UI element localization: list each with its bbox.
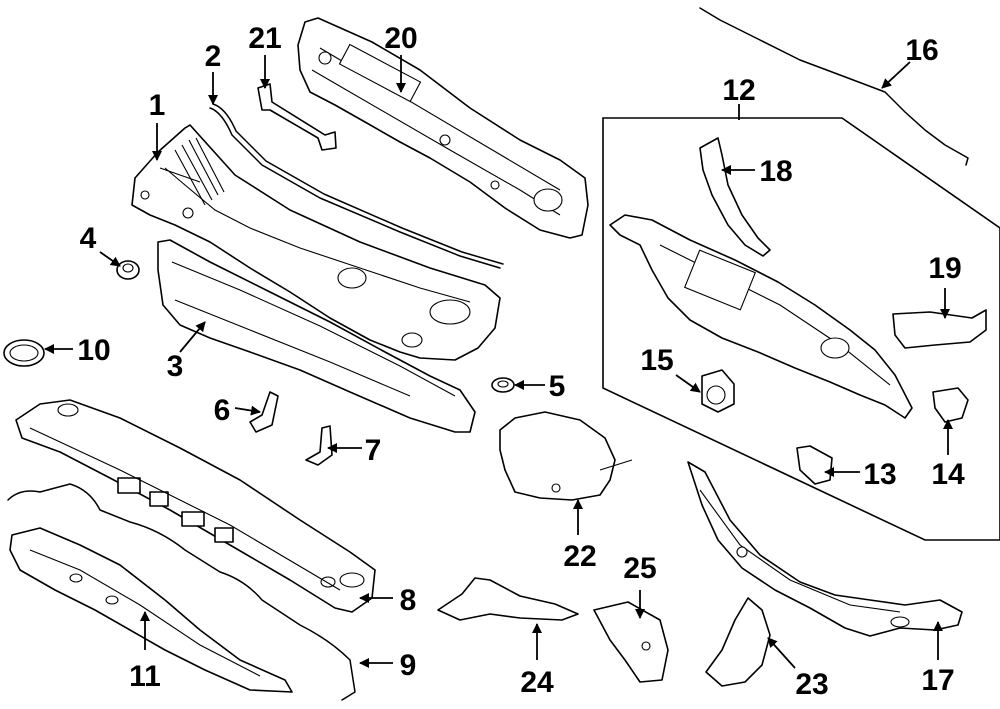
callout-20: 20 bbox=[384, 22, 417, 55]
callout-25: 25 bbox=[623, 552, 656, 585]
part-7-bracket bbox=[305, 425, 333, 466]
part-1-cowl-panel bbox=[131, 124, 501, 361]
part-22-bracket-panel bbox=[499, 411, 633, 501]
callout-15: 15 bbox=[640, 344, 673, 377]
part-12-dash-inner bbox=[609, 214, 913, 419]
callout-21: 21 bbox=[248, 22, 281, 55]
callout-13: 13 bbox=[863, 458, 896, 491]
callout-22: 22 bbox=[563, 540, 596, 573]
callout-2: 2 bbox=[205, 40, 222, 73]
callout-18: 18 bbox=[759, 155, 792, 188]
callout-24: 24 bbox=[520, 666, 554, 699]
part-21-bracket bbox=[257, 83, 337, 151]
part-14-bracket bbox=[932, 387, 969, 423]
part-24-bracket bbox=[437, 577, 579, 621]
callout-16: 16 bbox=[905, 34, 938, 67]
callout-9: 9 bbox=[400, 649, 417, 682]
part-4-grommet bbox=[116, 260, 140, 280]
callout-19: 19 bbox=[928, 252, 961, 285]
leader-lines bbox=[44, 55, 953, 669]
part-18-insulator bbox=[699, 137, 771, 257]
part-13-bracket bbox=[796, 445, 833, 485]
callout-labels: 1 2 3 4 5 6 7 8 9 10 11 12 13 14 15 16 1… bbox=[77, 22, 965, 701]
leader-15 bbox=[675, 374, 701, 393]
part-11-lower-panel bbox=[9, 527, 293, 693]
part-23-bracket bbox=[705, 597, 771, 687]
part-19-trim bbox=[892, 309, 987, 349]
callout-8: 8 bbox=[400, 584, 417, 617]
callout-12: 12 bbox=[722, 74, 755, 107]
part-16-wire bbox=[699, 7, 969, 166]
callout-3: 3 bbox=[167, 350, 184, 383]
part-20-dash-panel bbox=[297, 17, 589, 239]
part-9-wire bbox=[7, 483, 356, 701]
leader-6 bbox=[234, 405, 261, 416]
part-2-seal bbox=[209, 103, 504, 269]
part-12-kit-box bbox=[602, 117, 1000, 541]
callout-11: 11 bbox=[129, 660, 161, 693]
callout-1: 1 bbox=[149, 89, 166, 122]
part-3-cowl-lower bbox=[157, 239, 476, 433]
part-6-clip bbox=[249, 391, 279, 433]
callout-4: 4 bbox=[80, 222, 97, 255]
callout-6: 6 bbox=[214, 394, 231, 427]
part-25-bracket bbox=[593, 601, 669, 683]
leader-23 bbox=[767, 637, 796, 669]
callout-10: 10 bbox=[77, 334, 110, 367]
callout-14: 14 bbox=[931, 458, 965, 491]
callout-23: 23 bbox=[795, 668, 828, 701]
leader-16 bbox=[881, 61, 911, 89]
part-10-seal-ring bbox=[3, 339, 45, 367]
leader-4 bbox=[99, 251, 121, 267]
callout-17: 17 bbox=[921, 664, 954, 697]
callout-7: 7 bbox=[365, 434, 382, 467]
callout-5: 5 bbox=[549, 370, 566, 403]
leader-3 bbox=[179, 321, 206, 353]
part-17-cowl-side bbox=[687, 461, 963, 637]
part-8-cross-member bbox=[15, 399, 376, 613]
part-15-plug bbox=[701, 369, 735, 413]
part-5-grommet bbox=[491, 377, 515, 393]
